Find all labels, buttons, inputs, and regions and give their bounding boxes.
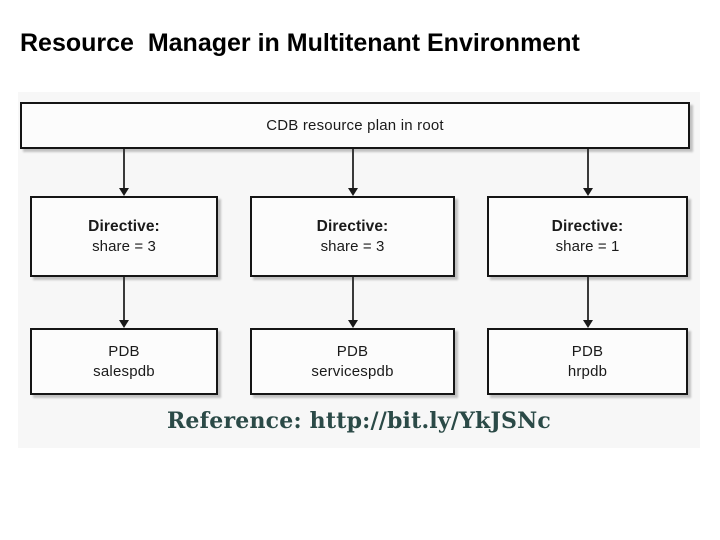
down-arrow-icon: [583, 320, 593, 328]
directive-box-3: Directive: share = 1: [487, 196, 688, 277]
resource-manager-diagram: CDB resource plan in root Directive: sha…: [18, 92, 700, 448]
connector-cdb-to-directive-1: [123, 149, 125, 189]
pdb-type-3: PDB: [571, 343, 604, 361]
directive-title-1: Directive:: [88, 217, 160, 235]
pdb-box-2: PDB servicespdb: [250, 328, 455, 395]
connector-cdb-to-directive-3: [587, 149, 589, 189]
pdb-name-2: servicespdb: [311, 362, 394, 380]
directive-box-1: Directive: share = 3: [30, 196, 218, 277]
connector-directive-1-to-pdb-1: [123, 277, 125, 321]
pdb-type-2: PDB: [336, 343, 369, 361]
down-arrow-icon: [583, 188, 593, 196]
directive-title-3: Directive:: [551, 217, 624, 235]
directive-share-3: share = 1: [555, 237, 620, 255]
directive-share-2: share = 3: [320, 237, 385, 255]
connector-directive-2-to-pdb-2: [352, 277, 354, 321]
down-arrow-icon: [348, 188, 358, 196]
directive-share-1: share = 3: [92, 237, 156, 255]
directive-title-2: Directive:: [316, 217, 389, 235]
pdb-type-1: PDB: [108, 343, 140, 361]
down-arrow-icon: [119, 188, 129, 196]
cdb-resource-plan-box: CDB resource plan in root: [20, 102, 690, 149]
down-arrow-icon: [119, 320, 129, 328]
pdb-name-1: salespdb: [93, 362, 155, 380]
cdb-resource-plan-label: CDB resource plan in root: [266, 116, 444, 134]
pdb-box-3: PDB hrpdb: [487, 328, 688, 395]
pdb-box-1: PDB salespdb: [30, 328, 218, 395]
connector-directive-3-to-pdb-3: [587, 277, 589, 321]
connector-cdb-to-directive-2: [352, 149, 354, 189]
reference-link-text[interactable]: Reference: http://bit.ly/YkJSNc: [166, 408, 552, 434]
page-title: Resource Manager in Multitenant Environm…: [20, 29, 580, 57]
directive-box-2: Directive: share = 3: [250, 196, 455, 277]
down-arrow-icon: [348, 320, 358, 328]
pdb-name-3: hrpdb: [567, 362, 608, 380]
